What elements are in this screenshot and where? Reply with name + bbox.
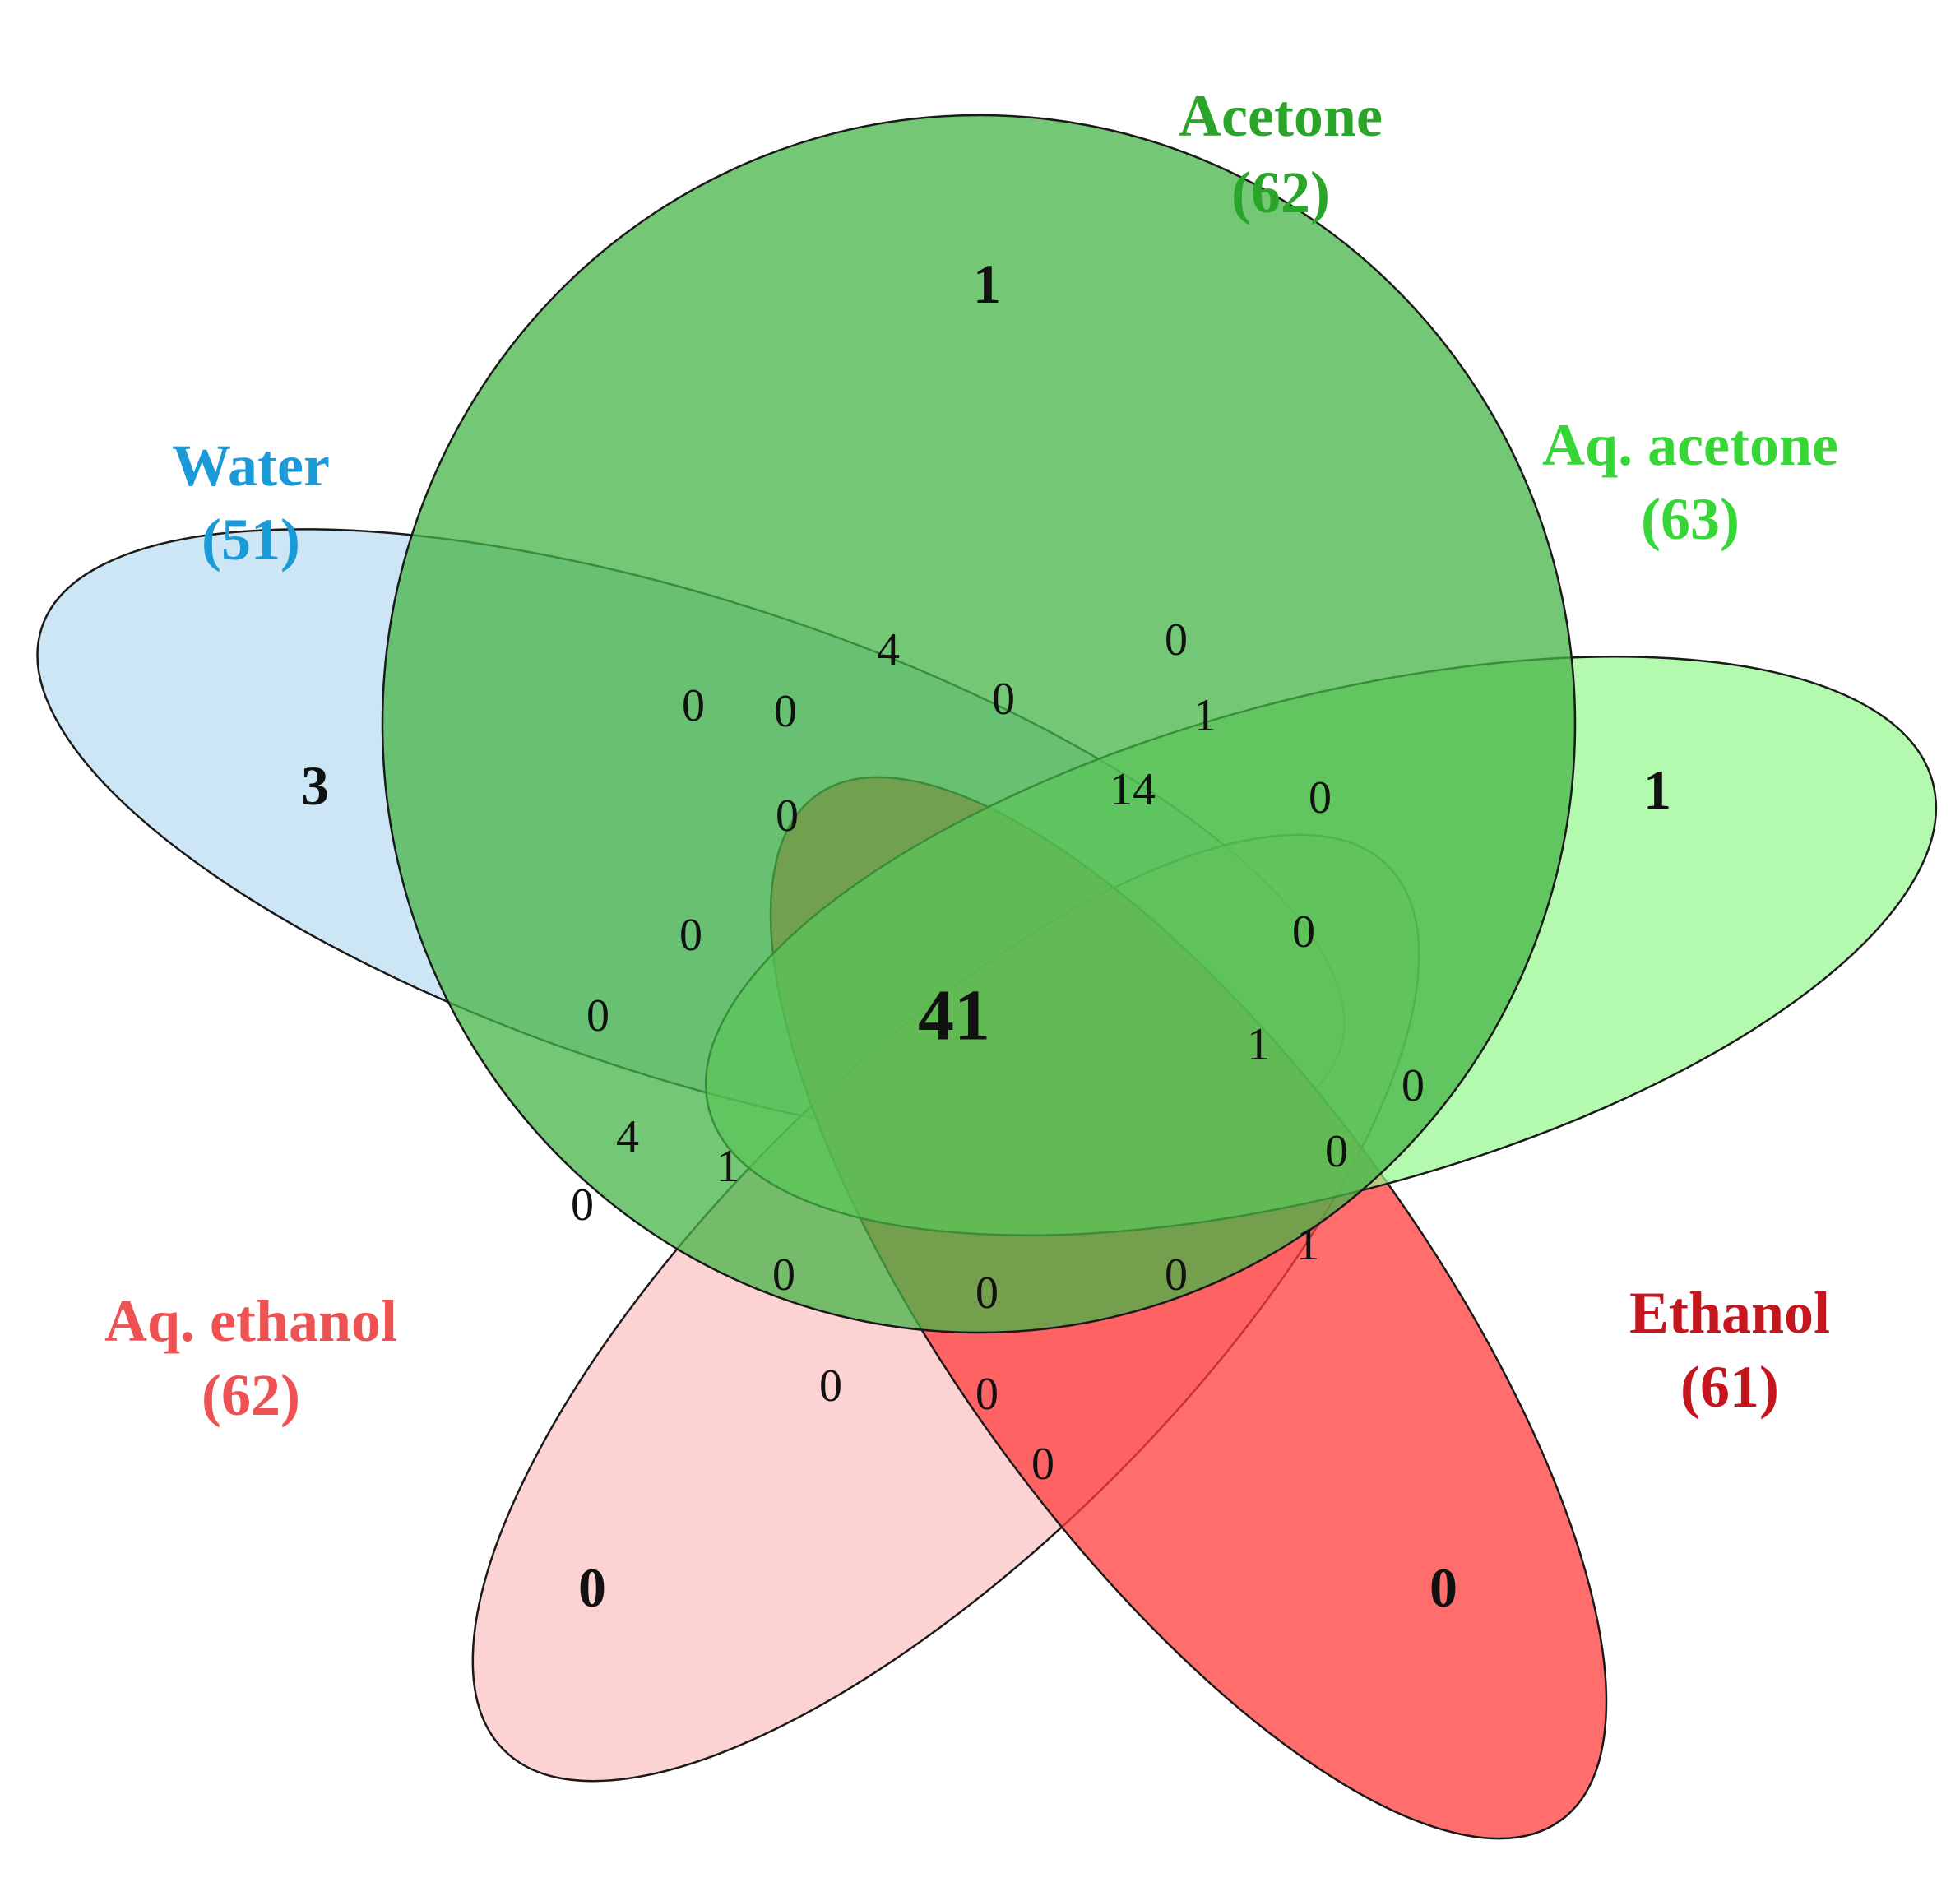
aq-ethanol-label: Aq. ethanol: [104, 1288, 397, 1354]
acetone-ellipse: [381, 114, 1577, 1334]
region-count: 0: [679, 910, 702, 961]
ethanol-count-label: (61): [1680, 1354, 1779, 1420]
aq-acetone-count-label: (63): [1641, 486, 1740, 552]
water-label: Water: [172, 433, 330, 498]
region-count: 0: [682, 680, 705, 731]
acetone-label: Acetone: [1179, 83, 1383, 149]
region-count: 0: [819, 1361, 842, 1412]
region-count: 0: [774, 686, 797, 737]
region-count: 1: [1296, 1219, 1319, 1270]
region-aq-ethanol-only: 0: [578, 1556, 606, 1619]
region-count: 1: [1193, 690, 1216, 741]
region-count: 0: [772, 1250, 795, 1301]
acetone-count-label: (62): [1231, 160, 1330, 225]
region-count: 14: [1110, 764, 1156, 815]
region-count: 4: [616, 1111, 639, 1162]
region-count: 0: [1165, 614, 1188, 665]
region-count: 0: [992, 674, 1015, 725]
region-count: 4: [877, 624, 900, 675]
aq-acetone-label: Aq. acetone: [1542, 412, 1838, 478]
region-count: 0: [776, 791, 799, 842]
region-count: 0: [975, 1369, 999, 1420]
region-acetone-only: 1: [973, 253, 1001, 315]
region-all-five: 41: [918, 976, 990, 1056]
region-count: 1: [716, 1141, 739, 1192]
region-count: 0: [975, 1268, 999, 1319]
region-count: 0: [1292, 906, 1315, 957]
aq-ethanol-count-label: (62): [202, 1362, 300, 1428]
region-count: 0: [1309, 772, 1332, 823]
region-ethanol-only: 0: [1429, 1556, 1457, 1619]
water-count-label: (51): [202, 507, 300, 573]
region-count: 0: [586, 990, 609, 1041]
region-count: 0: [571, 1180, 594, 1231]
region-count: 0: [1402, 1060, 1425, 1111]
region-water-only: 3: [301, 754, 329, 817]
ethanol-label: Ethanol: [1629, 1280, 1830, 1346]
region-count: 0: [1031, 1439, 1054, 1490]
region-count: 0: [1165, 1250, 1188, 1301]
region-count: 1: [1247, 1019, 1270, 1070]
region-aq-acetone-only: 1: [1643, 758, 1671, 821]
region-count: 0: [1325, 1126, 1348, 1177]
